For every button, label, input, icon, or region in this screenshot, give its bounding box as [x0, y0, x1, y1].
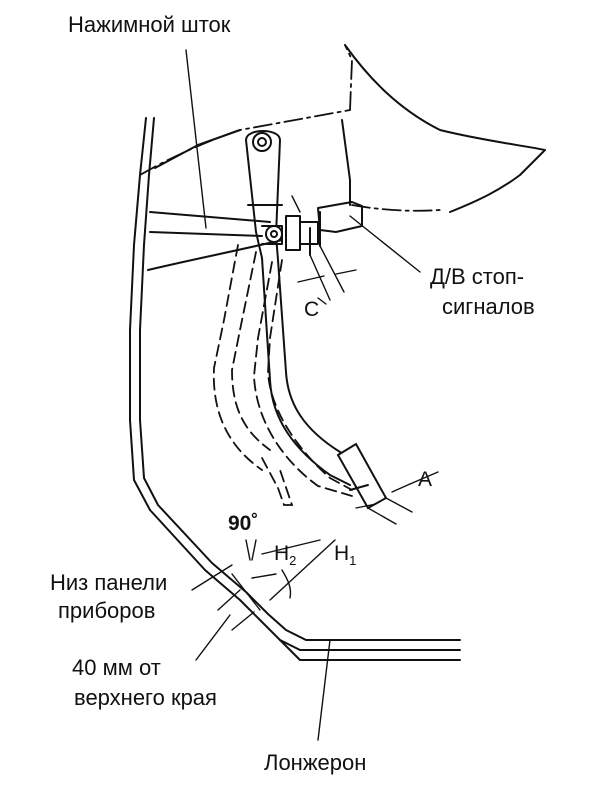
push-rod-label: Нажимной шток	[68, 12, 231, 37]
push-rod	[149, 49, 283, 245]
longeron-label: Лонжерон	[264, 750, 366, 775]
h2-main: H	[274, 542, 289, 565]
stop-switch-label-1: Д/В стоп-	[430, 264, 524, 289]
dimension-a	[355, 471, 439, 525]
h1-main: H	[334, 542, 349, 565]
h2-sub: 2	[289, 553, 296, 568]
h1-label: H1	[334, 542, 356, 568]
body-outline	[139, 44, 441, 212]
offset-label-2: верхнего края	[74, 685, 217, 710]
pedal-arm	[245, 130, 353, 486]
brake-light-switch	[285, 195, 421, 273]
pedal-pad	[336, 442, 388, 510]
dimension-c	[297, 245, 357, 305]
leader-lines	[191, 564, 331, 741]
dimension-40mm	[195, 589, 255, 661]
dim-a-label: A	[418, 468, 432, 491]
dimension-h	[231, 539, 336, 611]
dashboard-contour	[129, 117, 461, 661]
panel-label-2: приборов	[58, 598, 155, 623]
stop-switch-label-2: сигналов	[442, 294, 535, 319]
dash-bracket	[147, 44, 546, 271]
offset-label-1: 40 мм от	[72, 655, 161, 680]
pedal-released-outline	[212, 244, 353, 506]
panel-label-1: Низ панели	[50, 570, 167, 595]
h1-sub: 1	[349, 553, 356, 568]
angle-label: 90˚	[228, 512, 258, 535]
h2-label: H2	[274, 542, 296, 568]
dim-c-label: C	[304, 298, 319, 321]
